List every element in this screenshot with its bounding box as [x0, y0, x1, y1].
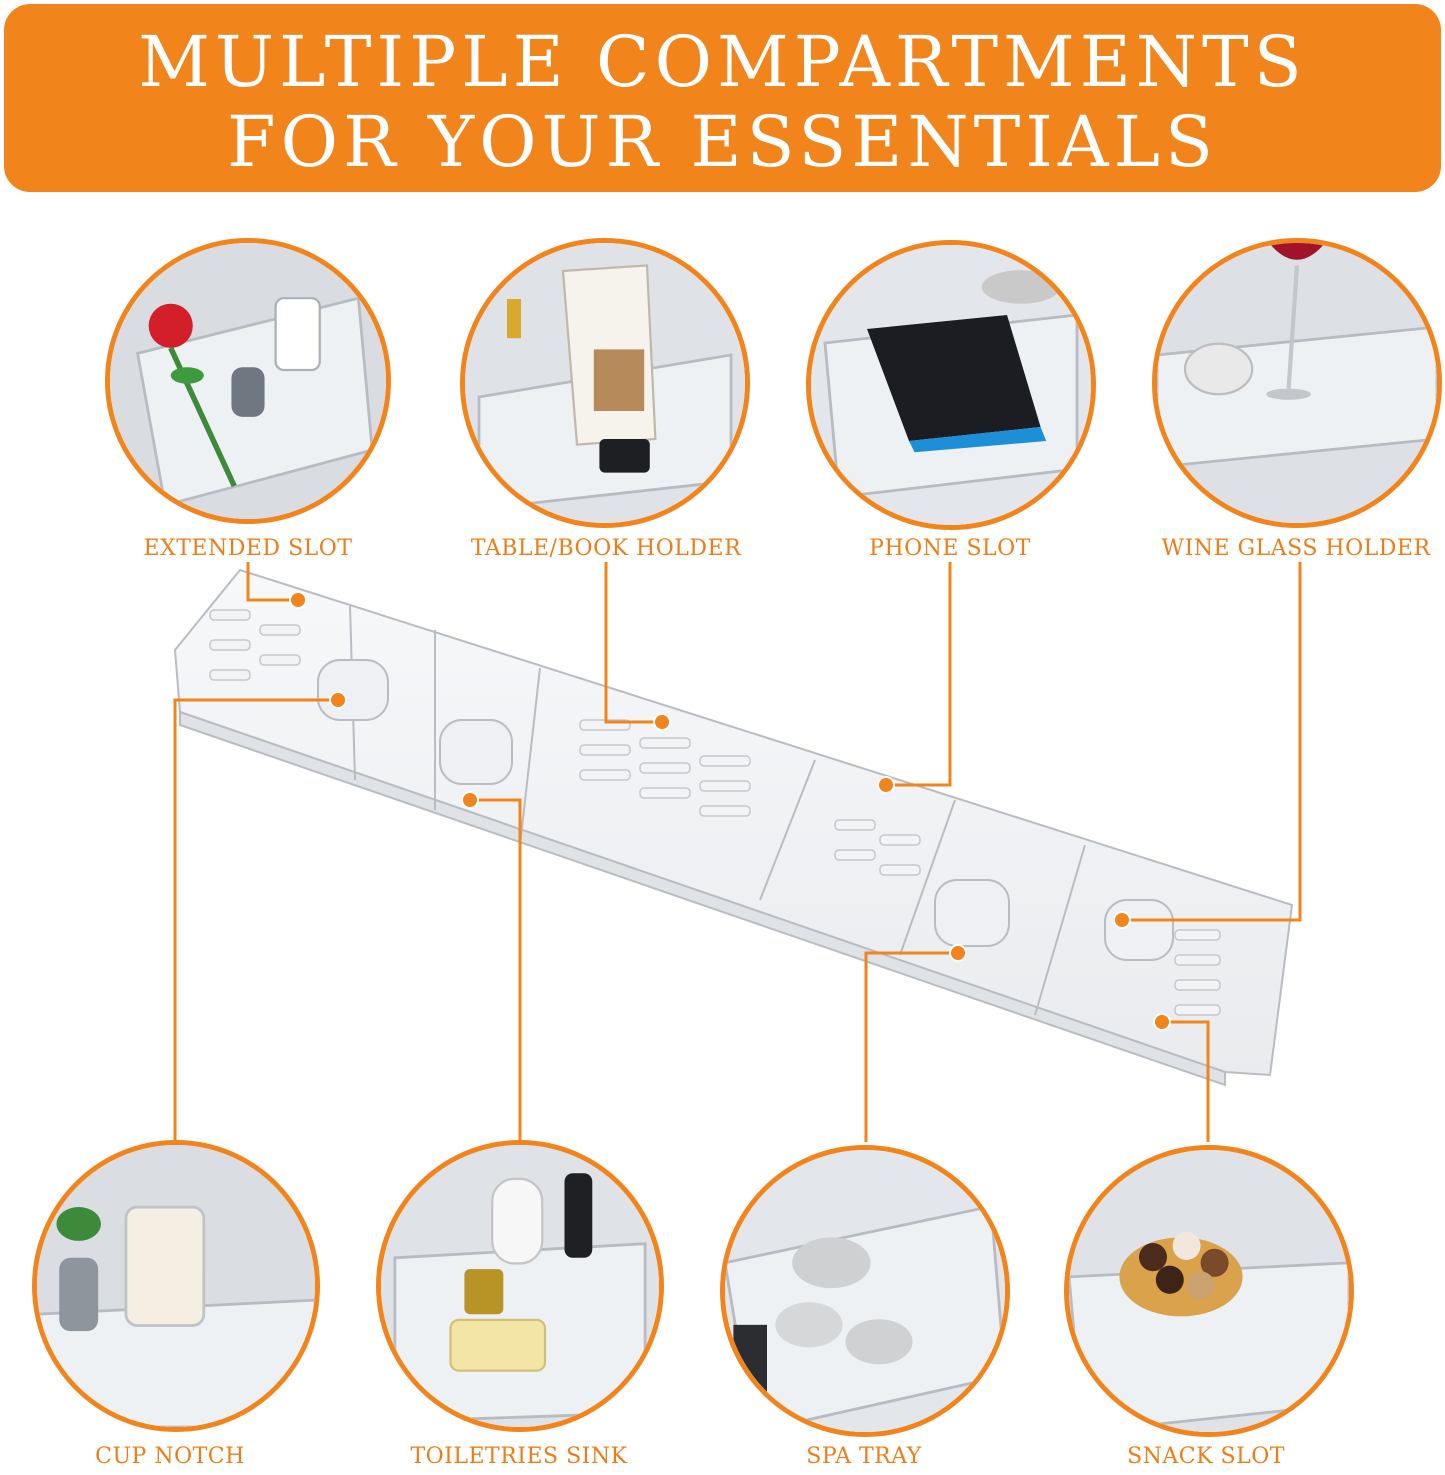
toiletries-sink-photo [376, 1140, 664, 1432]
connector-dots [289, 591, 1171, 1031]
table-book-holder-photo [460, 238, 750, 528]
label-wine-glass-holder: WINE GLASS HOLDER [1161, 536, 1431, 561]
cup-notch-photo [32, 1140, 320, 1432]
connector-lines [173, 562, 1302, 1142]
label-table-book-holder: TABLE/BOOK HOLDER [470, 536, 742, 561]
tray-illustration [173, 568, 1294, 1087]
label-cup-notch: CUP NOTCH [95, 1444, 245, 1469]
banner-title-line-2: FOR YOUR ESSENTIALS [227, 101, 1218, 183]
label-phone-slot: PHONE SLOT [869, 536, 1031, 561]
spa-tray-photo [720, 1145, 1010, 1437]
snack-slot-photo [1064, 1145, 1354, 1437]
label-snack-slot: SNACK SLOT [1127, 1444, 1285, 1469]
label-extended-slot: EXTENDED SLOT [143, 536, 353, 561]
wine-glass-holder-photo [1152, 238, 1442, 528]
label-toiletries-sink: TOILETRIES SINK [410, 1444, 628, 1469]
banner-title-line-1: MULTIPLE COMPARTMENTS [138, 21, 1307, 103]
phone-slot-photo-circle [806, 240, 1096, 530]
title-banner: MULTIPLE COMPARTMENTS FOR YOUR ESSENTIAL… [4, 4, 1441, 192]
label-spa-tray: SPA TRAY [806, 1444, 922, 1469]
extended-slot-photo [105, 238, 391, 524]
